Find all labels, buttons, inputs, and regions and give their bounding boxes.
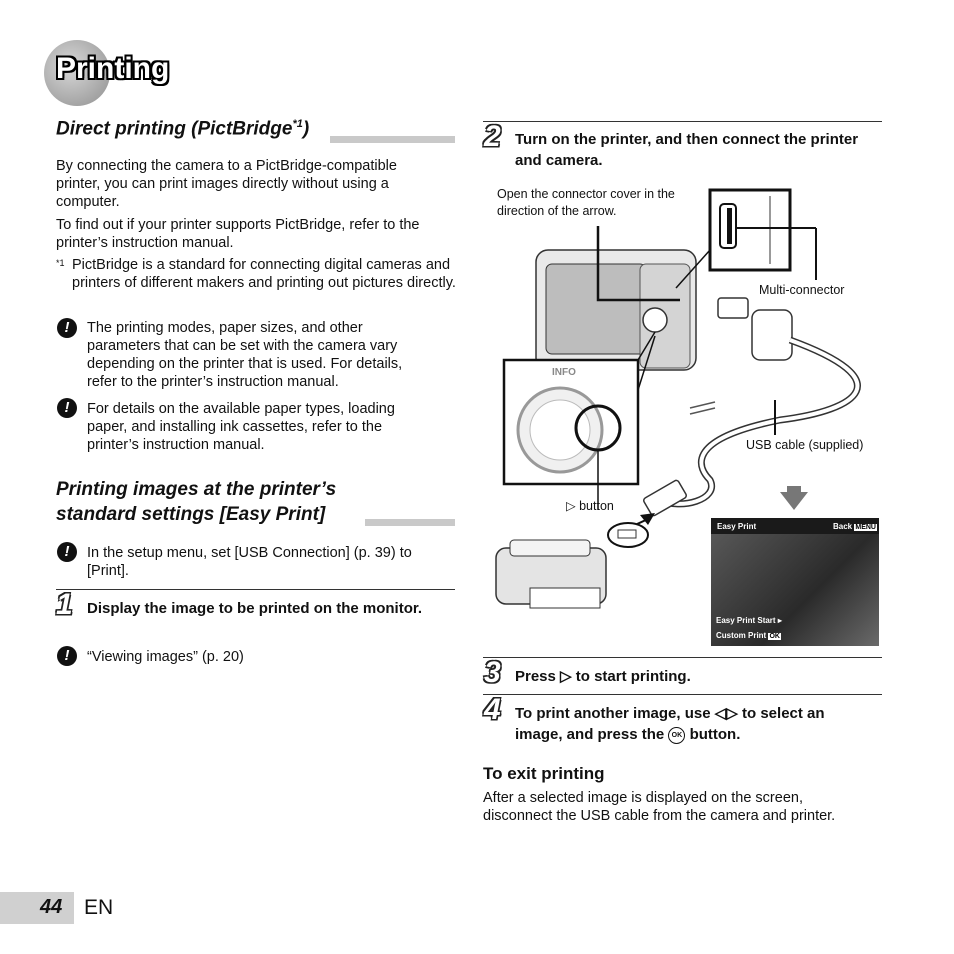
screen-option-start: Easy Print Start ▸: [716, 616, 782, 625]
left-right-arrows-icon: ◁▷: [714, 705, 738, 722]
note-viewing-images: “Viewing images” (p. 20): [87, 649, 244, 665]
step-4-number: 4: [484, 693, 501, 726]
step-1-text: Display the image to be printed on the m…: [87, 600, 423, 617]
note-paper-types: For details on the available paper types…: [87, 401, 395, 453]
step-divider: [483, 694, 882, 695]
callout-button: ▷ button: [566, 498, 614, 515]
menu-badge: MENU: [854, 524, 877, 531]
screen-back: Back MENU: [833, 522, 877, 531]
screen-title: Easy Print: [717, 522, 757, 531]
right-arrow-icon: ▷: [560, 668, 572, 685]
page-title: Printing: [56, 52, 170, 85]
heading-line-2: standard settings [Easy Print]: [56, 504, 326, 525]
step-4-line2-post: button.: [689, 726, 741, 743]
down-arrow-icon: [780, 492, 808, 510]
section-heading-easy-print: Printing images at the printer’s standar…: [56, 477, 336, 527]
heading-line-1: Printing images at the printer’s: [56, 479, 337, 500]
step-divider: [483, 121, 882, 122]
step-2-text: Turn on the printer, and then connect th…: [515, 131, 859, 169]
page-number: 44: [40, 896, 63, 918]
ok-badge: OK: [768, 633, 781, 640]
step-divider: [56, 589, 455, 590]
step-3-post: to start printing.: [575, 668, 691, 685]
step-3-pre: Press: [515, 668, 556, 685]
printer-illustration: [495, 522, 649, 609]
heading-text: Direct printing (PictBridge: [56, 118, 293, 140]
intro-paragraph: By connecting the camera to a PictBridge…: [56, 158, 397, 210]
heading-footnote-mark: *1: [292, 118, 303, 130]
screen-back-label: Back: [833, 522, 853, 531]
step-4-pre: To print another image, use: [515, 705, 711, 722]
page-language: EN: [84, 896, 114, 919]
heading-rule: [365, 519, 455, 526]
callout-multi-connector: Multi-connector: [759, 283, 845, 297]
exit-text: After a selected image is displayed on t…: [483, 790, 836, 824]
support-paragraph: To find out if your printer supports Pic…: [56, 217, 420, 251]
note-printing-modes: The printing modes, paper sizes, and oth…: [87, 320, 403, 390]
usb-plug-illustration: [717, 297, 793, 361]
callout-button-text: button: [579, 499, 614, 513]
camera-screen: Easy Print Back MENU Easy Print Start ▸ …: [711, 518, 879, 646]
section-heading-direct-printing: Direct printing (PictBridge*1): [56, 118, 309, 140]
callout-usb-cable: USB cable (supplied): [746, 438, 864, 452]
step-3-number: 3: [484, 656, 501, 689]
chevron-right-icon: ▸: [777, 616, 782, 625]
right-arrow-icon: ▷: [566, 499, 576, 513]
step-divider: [483, 657, 882, 658]
camera-illustration: [535, 249, 697, 371]
screen-header: [711, 518, 879, 534]
button-zoom: [502, 331, 656, 510]
info-label: INFO: [552, 367, 576, 378]
heading-text-end: ): [302, 118, 310, 140]
multi-connector-zoom: [708, 188, 817, 280]
page-number-tab: [0, 892, 74, 924]
step-1-number: 1: [56, 588, 73, 621]
step-4-mid: to select an: [742, 705, 825, 722]
title-decoration-icon: [44, 40, 110, 106]
caution-icon: !: [57, 646, 77, 666]
caution-icon: !: [57, 542, 77, 562]
step-3-text: Press ▷ to start printing.: [515, 666, 691, 687]
exit-heading: To exit printing: [483, 764, 605, 783]
screen-option-custom: Custom Print OK: [716, 631, 781, 640]
note-usb-connection: In the setup menu, set [USB Connection] …: [87, 545, 412, 579]
footnote-text: PictBridge is a standard for connecting …: [72, 257, 456, 291]
step-4-line2-pre: image, and press the: [515, 726, 665, 743]
footnote-mark: *1: [56, 258, 65, 268]
callout-connector-cover: Open the connector cover in the directio…: [497, 187, 675, 218]
heading-rule: [330, 136, 455, 143]
option-start-label: Easy Print Start: [716, 616, 776, 625]
caution-icon: !: [57, 318, 77, 338]
step-4-text: To print another image, use ◁▷ to select…: [515, 703, 880, 745]
caution-icon: !: [57, 398, 77, 418]
option-custom-label: Custom Print: [716, 631, 767, 640]
ok-button-icon: OK: [668, 726, 686, 744]
connection-illustration: [495, 188, 861, 609]
step-2-number: 2: [484, 120, 501, 153]
